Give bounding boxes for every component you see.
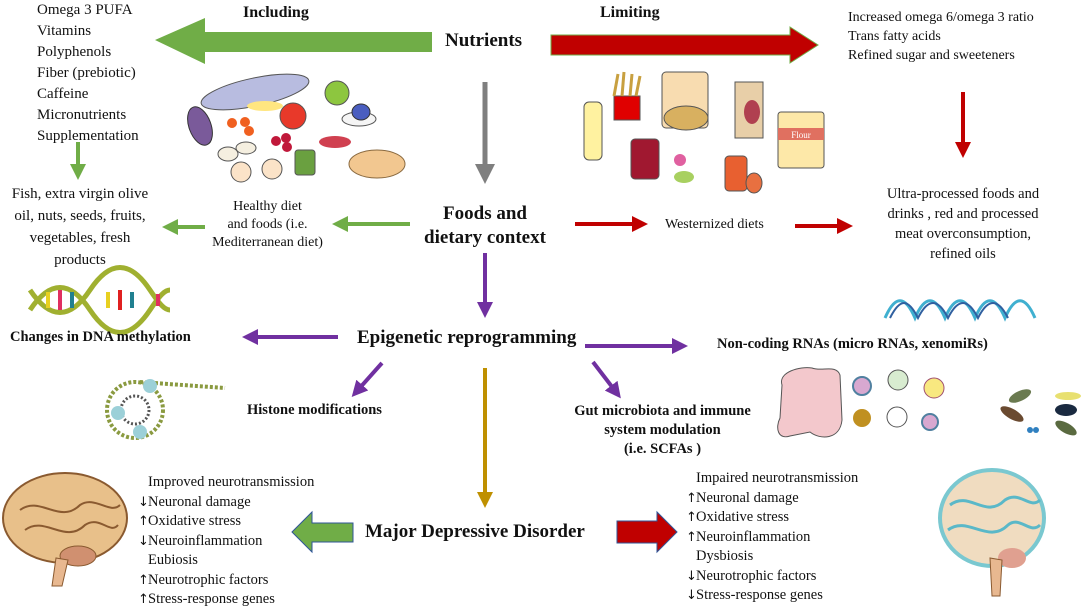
rna-illustration: [883, 299, 1037, 322]
list-item: Fiber (prebiotic): [37, 65, 136, 81]
mdd-unhealthy-block-arrow: [616, 510, 678, 554]
outcome-item: ↑Oxidative stress: [138, 512, 314, 532]
outcome-item: Dysbiosis: [686, 547, 858, 567]
list-item: Omega 3 PUFA: [37, 2, 133, 18]
outcome-text: Neuroinflammation: [148, 532, 263, 549]
noncoding-rna-label: Non-coding RNAs (micro RNAs, xenomiRs): [717, 336, 988, 352]
unhealthy-outcomes-list: Impaired neurotransmission↑Neuronal dama…: [686, 469, 858, 606]
outcome-text: Improved neurotransmission: [148, 474, 315, 490]
arrow-down-icon: ↓: [686, 568, 697, 584]
outcome-item: ↑Oxidative stress: [686, 508, 858, 528]
list-item: Polyphenols: [37, 44, 112, 60]
list-item: vegetables, fresh: [29, 230, 131, 246]
mdd-healthy-block-arrow: [291, 510, 354, 554]
arrow-up-icon: ↑: [686, 510, 697, 525]
ultra-processed-label: Ultra-processed foods and drinks , red an…: [848, 184, 1078, 264]
healthy-outcomes-list: Improved neurotransmission↓Neuronal dama…: [138, 473, 314, 610]
arrow-up-icon: ↑: [138, 514, 149, 529]
including-label: Including: [243, 4, 309, 21]
arrow-up-icon: ↑: [138, 592, 149, 607]
list-item: Micronutrients: [37, 107, 127, 123]
list-item: Ultra-processed foods and: [886, 186, 1040, 202]
healthy-foods-illustration: [187, 73, 406, 183]
westernized-diets-label: Westernized diets: [665, 217, 764, 232]
healthy-diet-label: Healthy diet and foods (i.e. Mediterranean…: [200, 198, 335, 252]
outcome-item: ↑Neuroinflammation: [686, 528, 858, 548]
outcome-text: Oxidative stress: [696, 509, 790, 525]
list-item: Supplementation: [37, 128, 139, 144]
list-item: oil, nuts, seeds, fruits,: [14, 208, 146, 224]
arrow-up-icon: ↑: [138, 572, 149, 588]
limiting-label: Limiting: [600, 4, 660, 21]
arrow-up-icon: ↑: [686, 490, 697, 506]
dna-illustration: [27, 265, 171, 335]
list-item: Fish, extra virgin olive: [11, 186, 149, 202]
outcome-text: Eubiosis: [148, 552, 198, 568]
outcome-item: ↑Stress-response genes: [138, 590, 314, 610]
list-item: Increased omega 6/omega 3 ratio: [848, 10, 1034, 25]
list-item: products: [54, 252, 106, 268]
outcome-text: Stress-response genes: [148, 591, 275, 607]
list-item: (i.e. SCFAs ): [623, 441, 702, 457]
outcome-item: ↓Neuroinflammation: [138, 532, 314, 552]
outcome-item: ↓Neuronal damage: [138, 493, 314, 513]
outcome-text: Neuronal damage: [696, 489, 799, 506]
list-item: Healthy diet: [233, 199, 302, 214]
outcome-text: Neurotrophic factors: [148, 571, 269, 588]
list-item: Mediterranean diet): [212, 235, 323, 250]
gut-immune-illustration: [777, 367, 1081, 438]
outcome-text: Neurotrophic factors: [696, 567, 817, 584]
dna-methylation-label: Changes in DNA methylation: [10, 329, 191, 345]
list-item: Gut microbiota and immune: [574, 403, 751, 419]
list-item: and foods (i.e.: [227, 217, 308, 232]
list-item: refined oils: [930, 246, 996, 262]
arrow-down-icon: ↓: [138, 533, 149, 549]
nutrients-label: Nutrients: [445, 30, 523, 51]
outcome-text: Dysbiosis: [696, 548, 754, 564]
arrow-up-icon: ↑: [686, 529, 697, 545]
outcome-item: ↓Neurotrophic factors: [686, 567, 858, 587]
arrow-down-icon: ↓: [138, 494, 149, 510]
histone-label: Histone modifications: [247, 402, 382, 418]
flour-label: Flour: [791, 130, 811, 140]
list-item: meat overconsumption,: [894, 226, 1032, 242]
list-item: Trans fatty acids: [848, 29, 941, 44]
outcome-text: Neuroinflammation: [696, 528, 811, 545]
healthy-brain-illustration: [2, 472, 128, 587]
foods-context-label: Foods and dietary context: [410, 202, 560, 250]
unhealthy-brain-illustration: [938, 468, 1046, 597]
limiting-arrow: [550, 26, 819, 64]
outcome-text: Impaired neurotransmission: [696, 470, 859, 486]
list-item: dietary context: [424, 227, 546, 248]
outcome-item: Impaired neurotransmission: [686, 469, 858, 489]
histone-illustration: [105, 379, 226, 440]
list-item: Refined sugar and sweeteners: [848, 48, 1015, 63]
epigenetic-to-histone-arrow: [351, 361, 384, 397]
outcome-item: ↓Stress-response genes: [686, 586, 858, 606]
outcome-text: Neuronal damage: [148, 493, 251, 510]
outcome-item: Eubiosis: [138, 551, 314, 571]
outcome-text: Oxidative stress: [148, 513, 242, 529]
processed-foods-illustration: Flour: [583, 71, 825, 194]
list-item: Vitamins: [37, 23, 92, 39]
outcome-item: Improved neurotransmission: [138, 473, 314, 493]
outcome-text: Stress-response genes: [696, 587, 823, 603]
list-item: Foods and: [443, 203, 527, 224]
outcome-item: ↑Neurotrophic factors: [138, 571, 314, 591]
including-arrow: [155, 18, 432, 64]
epigenetic-to-gut-arrow: [591, 360, 621, 399]
mdd-label: Major Depressive Disorder: [365, 521, 585, 542]
outcome-item: ↑Neuronal damage: [686, 489, 858, 509]
list-item: system modulation: [604, 422, 721, 438]
healthy-foods-list: Fish, extra virgin olive oil, nuts, seeds…: [0, 183, 160, 271]
arrow-down-icon: ↓: [686, 588, 697, 603]
gut-microbiota-label: Gut microbiota and immune system modulati…: [555, 402, 770, 459]
list-item: Caffeine: [37, 86, 89, 102]
list-item: drinks , red and processed: [887, 206, 1039, 222]
epigenetic-title: Epigenetic reprogramming: [357, 327, 577, 348]
